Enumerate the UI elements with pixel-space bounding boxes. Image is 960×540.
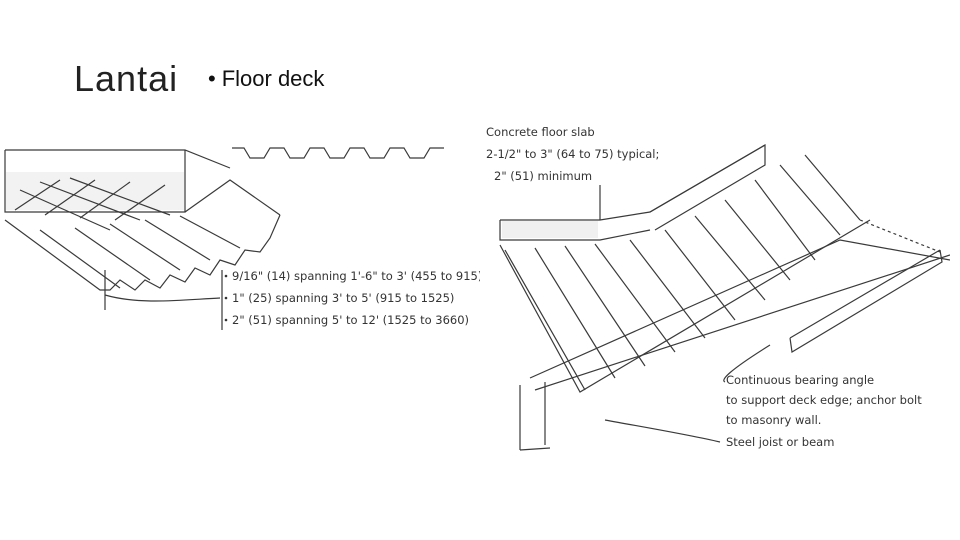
- right-bottom-note-3: to masonry wall.: [726, 413, 821, 427]
- left-note-2: 1" (25) spanning 3' to 5' (915 to 1525): [232, 291, 454, 305]
- slide-title: Lantai: [74, 58, 179, 99]
- bullet-text: Floor deck: [221, 66, 325, 91]
- right-top-note-2: 2-1/2" to 3" (64 to 75) typical;: [486, 147, 659, 161]
- floor-deck-section-drawing: 9/16" (14) spanning 1'-6" to 3' (455 to …: [4, 147, 480, 330]
- bullet-item: •Floor deck: [208, 66, 324, 92]
- right-bottom-note-2: to support deck edge; anchor bolt: [726, 393, 922, 407]
- bullet-dot: •: [208, 66, 216, 91]
- right-bottom-note-1: Continuous bearing angle: [726, 373, 874, 387]
- right-bottom-note-4: Steel joist or beam: [726, 435, 834, 449]
- right-top-note-1: Concrete floor slab: [486, 125, 595, 139]
- floor-deck-on-steel-beam-drawing: Concrete floor slab 2-1/2" to 3" (64 to …: [486, 125, 950, 451]
- left-note-3: 2" (51) spanning 5' to 12' (1525 to 3660…: [232, 313, 469, 327]
- right-top-note-3: 2" (51) minimum: [494, 169, 592, 183]
- left-note-1: 9/16" (14) spanning 1'-6" to 3' (455 to …: [232, 269, 480, 283]
